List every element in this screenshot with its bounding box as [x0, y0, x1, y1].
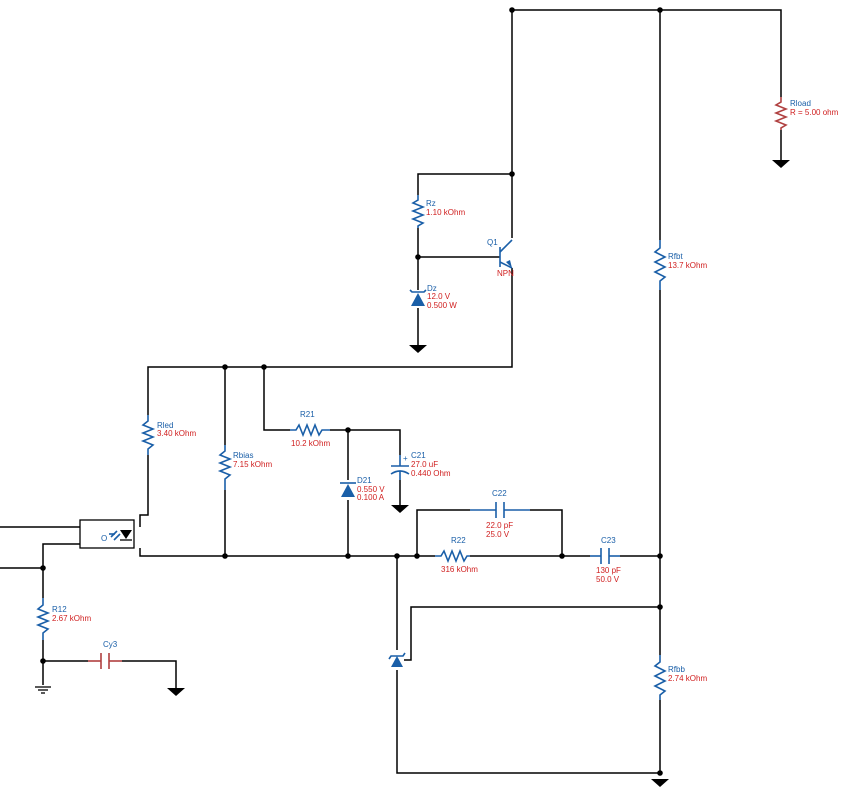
dz-voltage: 12.0 V [427, 292, 451, 301]
d21-current: 0.100 A [357, 493, 385, 502]
resistor-r22[interactable]: R22 316 kOhm [435, 536, 478, 574]
ground-icon [409, 345, 427, 353]
r12-name: R12 [52, 605, 67, 614]
r12-value: 2.67 kOhm [52, 614, 91, 623]
c21-name: C21 [411, 451, 426, 460]
rfbb-name: Rfbb [668, 665, 685, 674]
capacitor-cy3[interactable]: Cy3 [88, 640, 122, 669]
c21-esr: 0.440 Ohm [411, 469, 451, 478]
rled-name: Rled [157, 421, 173, 430]
resistor-rload[interactable]: Rload R = 5.00 ohm [773, 97, 839, 130]
resistor-rbias[interactable]: Rbias 7.15 kOhm [217, 445, 272, 490]
resistor-rz[interactable]: Rz 1.10 kOhm [410, 195, 465, 228]
rload-value: R = 5.00 ohm [790, 108, 839, 117]
d21-voltage: 0.550 V [357, 485, 385, 494]
cy3-name: Cy3 [103, 640, 118, 649]
capacitor-c23[interactable]: C23 130 pF 50.0 V [590, 536, 621, 584]
r22-name: R22 [451, 536, 466, 545]
resistor-rfbt[interactable]: Rfbt 13.7 kOhm [653, 240, 707, 290]
rz-value: 1.10 kOhm [426, 208, 465, 217]
ground-icon [651, 779, 669, 787]
c21-value: 27.0 uF [411, 460, 438, 469]
c22-rating: 25.0 V [486, 530, 510, 539]
r21-value: 10.2 kOhm [291, 439, 330, 448]
c22-value: 22.0 pF [486, 521, 513, 530]
capacitor-c22[interactable]: C22 22.0 pF 25.0 V [470, 489, 530, 539]
zener-dz[interactable]: Dz 12.0 V 0.500 W [409, 284, 457, 310]
rfbt-name: Rfbt [668, 252, 683, 261]
optocoupler-icon[interactable]: O [79, 519, 135, 549]
rz-name: Rz [426, 199, 436, 208]
ground-icon [167, 688, 185, 696]
dz-name: Dz [427, 284, 437, 293]
dz-power: 0.500 W [427, 301, 457, 310]
ground-icon [772, 160, 790, 168]
wires [0, 9, 782, 774]
earth-ground-icon [35, 686, 51, 694]
resistor-r12[interactable]: R12 2.67 kOhm [35, 598, 91, 640]
r22-value: 316 kOhm [441, 565, 478, 574]
rload-name: Rload [790, 99, 811, 108]
c23-name: C23 [601, 536, 616, 545]
junction-dots [40, 7, 663, 776]
diode-d21[interactable]: D21 0.550 V 0.100 A [340, 476, 385, 502]
q1-name: Q1 [487, 238, 498, 247]
resistor-rfbb[interactable]: Rfbb 2.74 kOhm [653, 655, 707, 700]
d21-name: D21 [357, 476, 372, 485]
rled-value: 3.40 kOhm [157, 429, 196, 438]
rbias-name: Rbias [233, 451, 253, 460]
c23-value: 130 pF [596, 566, 621, 575]
transistor-q1[interactable]: Q1 NPN [487, 238, 514, 278]
resistor-rled[interactable]: Rled 3.40 kOhm [140, 415, 196, 455]
q1-type: NPN [497, 269, 514, 278]
c22-name: C22 [492, 489, 507, 498]
r21-name: R21 [300, 410, 315, 419]
resistor-r21[interactable]: R21 10.2 kOhm [290, 410, 330, 448]
c23-rating: 50.0 V [596, 575, 620, 584]
plus-icon: + [403, 454, 408, 463]
shunt-regulator-icon[interactable] [388, 652, 406, 667]
rbias-value: 7.15 kOhm [233, 460, 272, 469]
rfbt-value: 13.7 kOhm [668, 261, 707, 270]
rfbb-value: 2.74 kOhm [668, 674, 707, 683]
capacitor-c21[interactable]: + C21 27.0 uF 0.440 Ohm [390, 451, 451, 480]
ground-icon [391, 505, 409, 513]
opto-name: O [101, 534, 107, 543]
